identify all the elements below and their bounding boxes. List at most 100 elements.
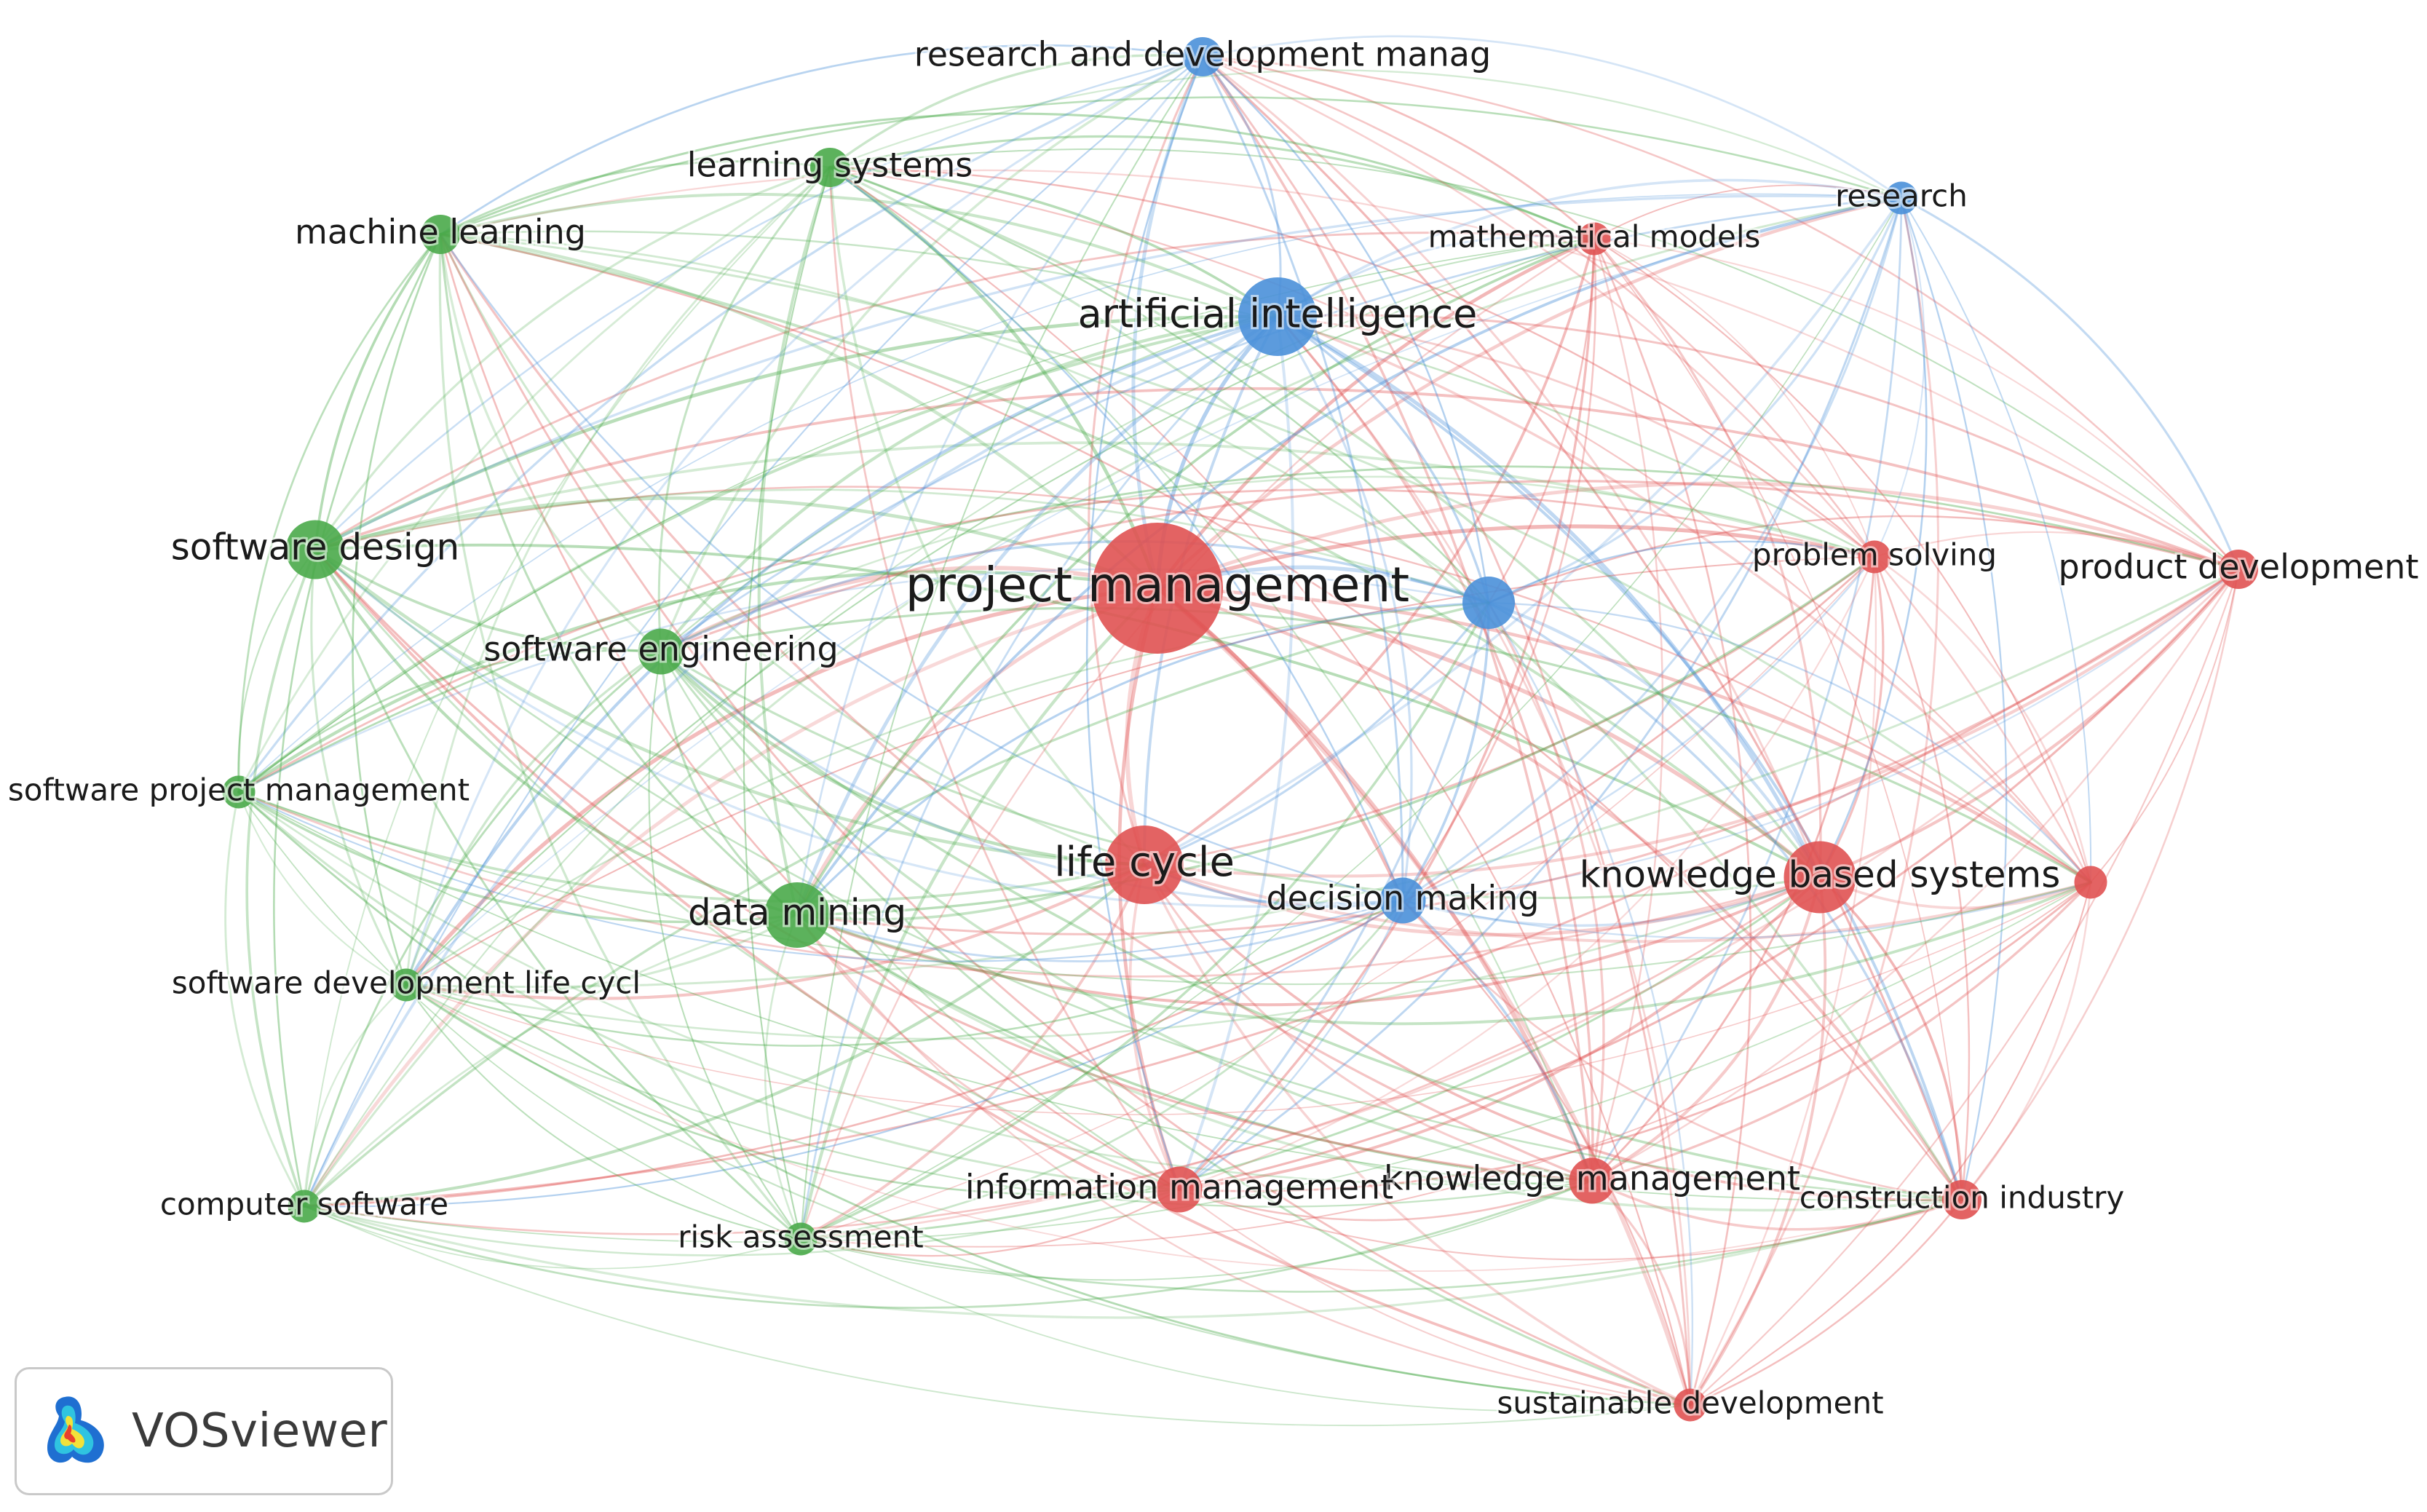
link-edge [1178,1179,1593,1222]
link-edge [1276,315,1963,1201]
link-edge [245,548,317,1208]
link-edge [799,1188,1181,1257]
node-label-software-development-life-cycl[interactable]: software development life cycl [170,963,643,1003]
node-information-management[interactable] [1156,1166,1203,1213]
link-edge [1155,237,1596,590]
node-label-knowledge-based-systems[interactable]: knowledge based systems [1577,852,2063,898]
node-data-mining[interactable] [764,882,830,948]
link-edge [1689,568,2240,1406]
link-edge [660,650,1593,1182]
node-computer-software[interactable] [288,1190,321,1223]
node-mathematical-models[interactable] [1577,222,1611,256]
node-label-sustainable-development[interactable]: sustainable development [1494,1383,1885,1423]
link-edge [1276,315,1413,902]
link-edge [1276,234,1596,318]
link-edge [1591,1179,1692,1406]
link-edge [1178,1188,1692,1406]
vosviewer-logo-icon [47,1396,104,1463]
link-edge [1131,55,1205,590]
node-unlabeled-blue[interactable] [1462,577,1515,629]
link-edge [314,548,1692,1406]
link-edge [1873,555,2092,884]
link-edge [1487,237,1596,604]
link-edge [438,232,1160,590]
node-label-product-development[interactable]: product development [2056,545,2421,589]
link-edge [1143,601,1490,866]
node-machine-learning[interactable] [421,215,460,254]
node-label-computer-software[interactable]: computer software [158,1184,451,1224]
link-edge [796,899,1404,963]
link-edge [1689,197,1940,1406]
node-label-risk-assessment[interactable]: risk assessment [676,1217,925,1257]
link-edge [1178,197,1903,1191]
node-label-software-engineering[interactable]: software engineering [481,628,840,671]
node-risk-assessment[interactable] [784,1222,817,1256]
link-edge [659,566,1160,654]
node-knowledge-based-systems[interactable] [1783,841,1856,914]
link-edge [799,237,1596,1240]
node-life-cycle[interactable] [1105,826,1184,904]
link-edge [1178,601,1490,1191]
link-edge [800,197,1902,1240]
link-edge [1689,1198,1963,1406]
node-label-research[interactable]: research [1833,176,1970,216]
node-sustainable-development[interactable] [1674,1388,1707,1422]
link-edge [238,791,1963,1202]
link-edge [303,55,1204,1208]
link-edge [439,233,1490,604]
node-construction-industry[interactable] [1942,1180,1981,1219]
node-label-data-mining[interactable]: data mining [686,890,908,936]
node-label-research-and-development-manag[interactable]: research and development manag [912,33,1493,76]
link-edge [303,914,799,1208]
node-decision-making[interactable] [1379,877,1426,924]
node-label-problem-solving[interactable]: problem solving [1750,535,1999,575]
node-label-information-management[interactable]: information management [963,1165,1395,1209]
node-learning-systems[interactable] [810,148,850,187]
node-research[interactable] [1885,181,1918,215]
node-software-development-life-cycl[interactable] [389,968,423,1002]
link-edge [304,1206,1691,1427]
node-label-learning-systems[interactable]: learning systems [685,143,975,187]
link-edge [660,650,799,917]
node-software-project-management[interactable] [222,775,256,809]
link-edge [405,555,1876,986]
node-label-software-project-management[interactable]: software project management [6,770,472,810]
node-research-and-development-manag[interactable] [1183,37,1222,76]
link-edge [796,881,2092,1026]
link-edge [303,899,1404,1208]
node-label-artificial-intelligence[interactable]: artificial intelligence [1076,289,1480,339]
node-unlabeled-red[interactable] [2074,866,2107,899]
node-software-engineering[interactable] [638,628,684,675]
node-label-software-design[interactable]: software design [169,524,462,571]
node-label-project-management[interactable]: project management [903,555,1412,615]
link-edge [352,233,442,986]
link-edge [796,876,1821,1007]
node-problem-solving[interactable] [1858,540,1891,574]
link-edge [828,166,2092,884]
link-edge [405,55,1204,986]
node-label-construction-industry[interactable]: construction industry [1797,1178,2127,1218]
link-edge [1143,237,1596,866]
node-label-mathematical-models[interactable]: mathematical models [1426,217,1763,257]
link-edge [313,547,799,917]
node-knowledge-management[interactable] [1569,1157,1615,1204]
link-edge [1401,555,1876,902]
link-edge [237,488,1876,793]
node-artificial-intelligence[interactable] [1238,277,1317,356]
node-project-management[interactable] [1092,523,1223,654]
node-label-decision-making[interactable]: decision making [1264,876,1541,920]
link-edge [799,315,1279,1240]
link-edge [405,601,1490,986]
link-edge [1143,863,1692,1406]
node-label-machine-learning[interactable]: machine learning [293,210,588,254]
link-edge [1155,586,1692,1407]
link-edge [796,55,1204,917]
node-label-life-cycle[interactable]: life cycle [1052,836,1237,888]
node-software-design[interactable] [285,520,345,579]
node-product-development[interactable] [2219,550,2258,589]
link-edge [828,148,2240,571]
link-edge [799,899,1404,1240]
node-label-knowledge-management[interactable]: knowledge management [1382,1157,1802,1200]
link-edge [1593,237,1822,879]
